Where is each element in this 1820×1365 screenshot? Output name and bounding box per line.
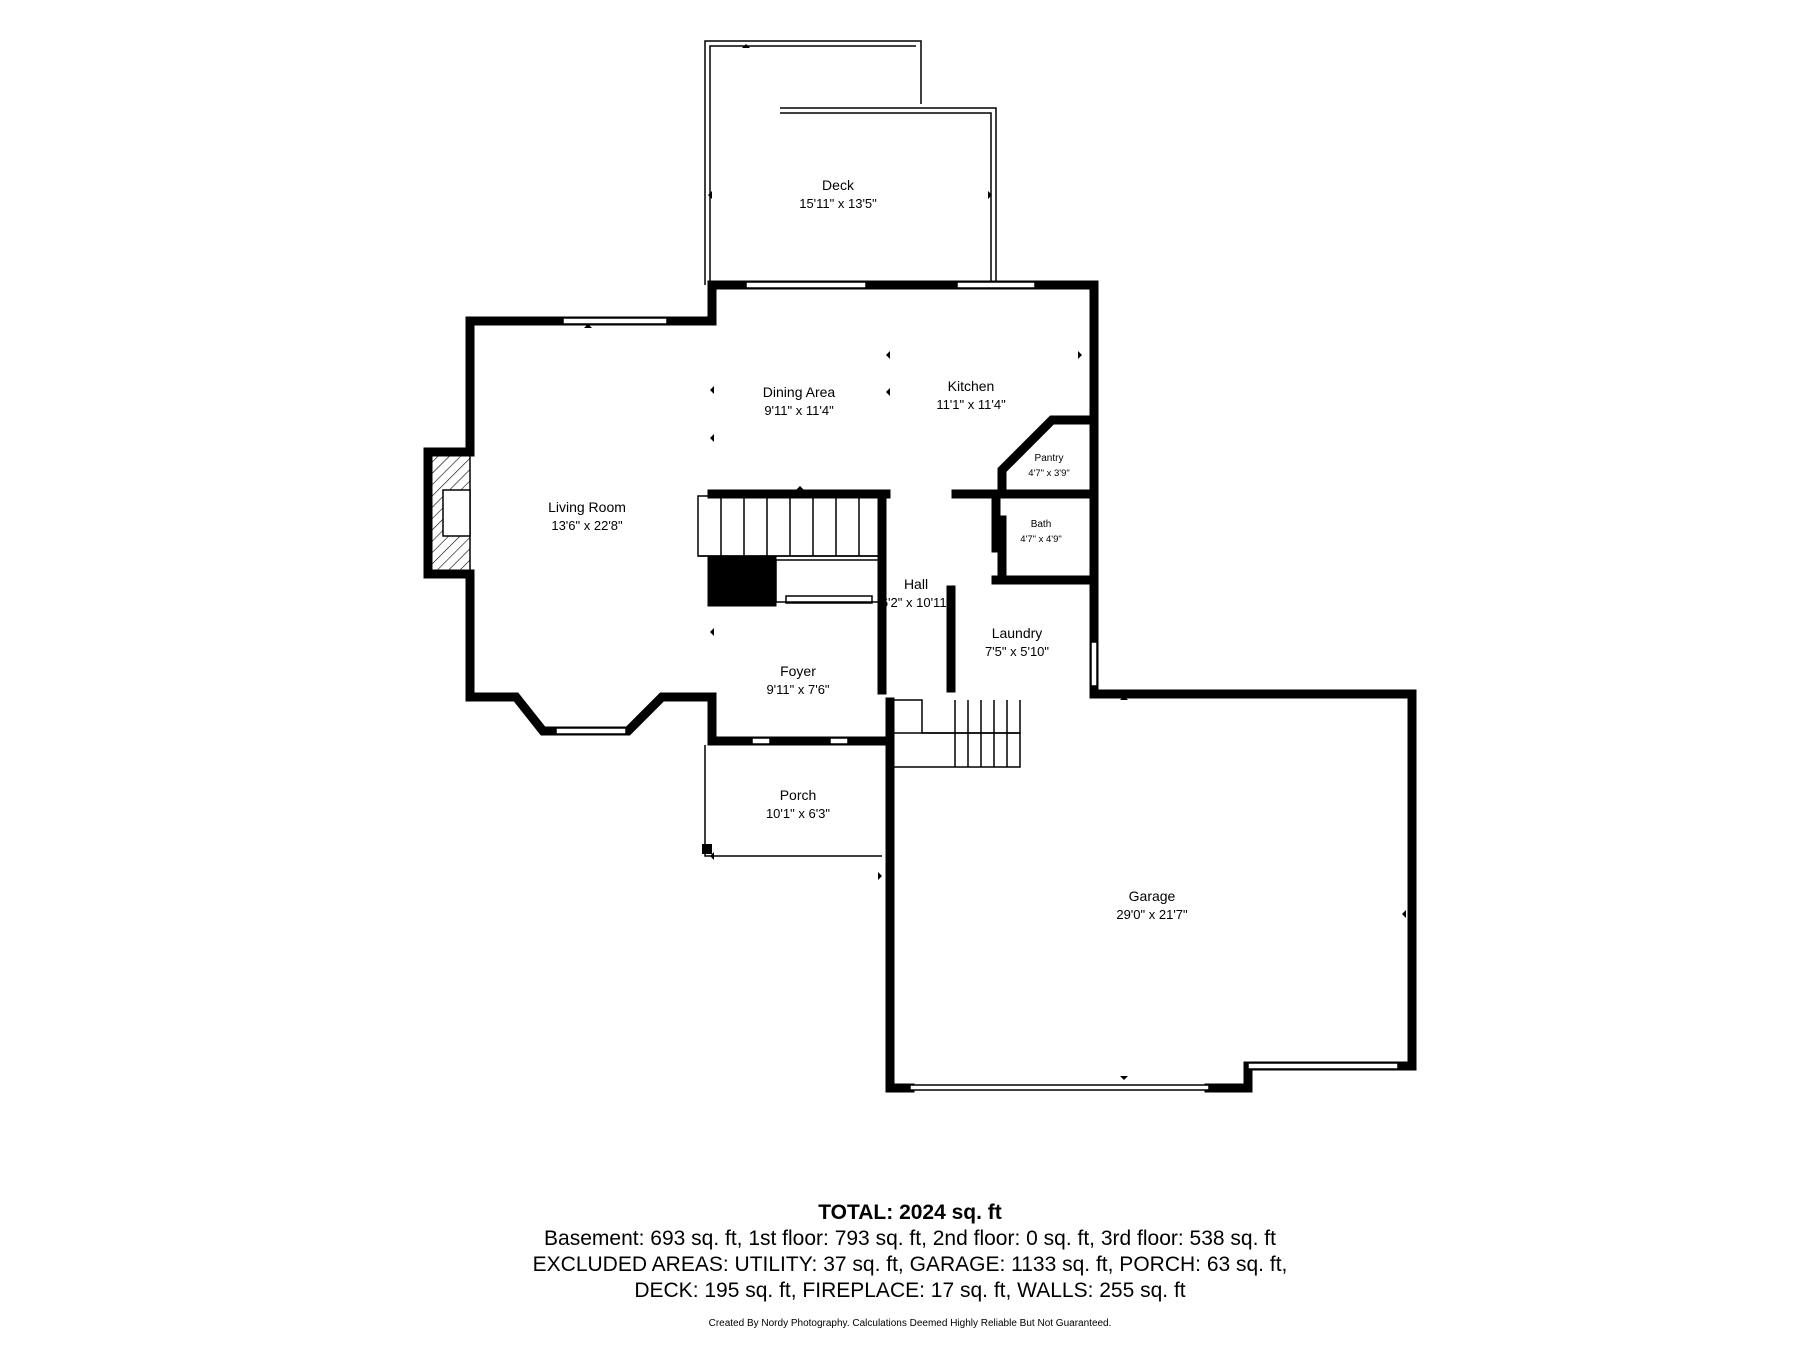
deck-label: Deck (822, 177, 855, 193)
excluded-areas-line1: EXCLUDED AREAS: UTILITY: 37 sq. ft, GARA… (532, 1253, 1288, 1276)
total-area: TOTAL: 2024 sq. ft (818, 1201, 1002, 1224)
pantry-label: Pantry (1035, 453, 1064, 464)
deck-outline (704, 40, 997, 285)
deck-dims: 15'11" x 13'5" (799, 196, 877, 211)
kitchen-dims: 11'1" x 11'4" (936, 397, 1006, 412)
kitchen-label: Kitchen (948, 378, 995, 394)
windows (555, 281, 1399, 1091)
porch-dims: 10'1" x 6'3" (766, 806, 830, 821)
laundry-label: Laundry (992, 625, 1043, 641)
dining-dims: 9'11" x 11'4" (764, 403, 834, 418)
porch-outline (702, 745, 882, 857)
credit-note: Created By Nordy Photography. Calculatio… (708, 1318, 1112, 1329)
fireplace (427, 454, 471, 572)
pantry-dims: 4'7" x 3'9" (1028, 468, 1070, 479)
hall-dims: 6'2" x 10'11" (881, 595, 952, 610)
excluded-areas-line2: DECK: 195 sq. ft, FIREPLACE: 17 sq. ft, … (634, 1279, 1186, 1302)
main-walls (423, 280, 1417, 1093)
foyer-dims: 9'11" x 7'6" (766, 682, 829, 697)
foyer-label: Foyer (780, 663, 816, 679)
living-dims: 13'6" x 22'8" (551, 518, 623, 533)
stairs (697, 495, 1021, 768)
door-ticks (470, 44, 1406, 1080)
bath-dims: 4'7" x 4'9" (1020, 534, 1062, 545)
hall-label: Hall (904, 576, 928, 592)
dining-label: Dining Area (763, 384, 836, 400)
bath-label: Bath (1031, 519, 1052, 530)
floor-areas: Basement: 693 sq. ft, 1st floor: 793 sq.… (544, 1227, 1276, 1250)
garage-dims: 29'0" x 21'7" (1116, 907, 1188, 922)
interior-walls (707, 415, 1099, 695)
garage-label: Garage (1129, 888, 1176, 904)
area-summary: TOTAL: 2024 sq. ft Basement: 693 sq. ft,… (0, 1200, 1820, 1329)
laundry-dims: 7'5" x 5'10" (985, 644, 1049, 659)
living-label: Living Room (548, 499, 626, 515)
porch-label: Porch (780, 787, 817, 803)
